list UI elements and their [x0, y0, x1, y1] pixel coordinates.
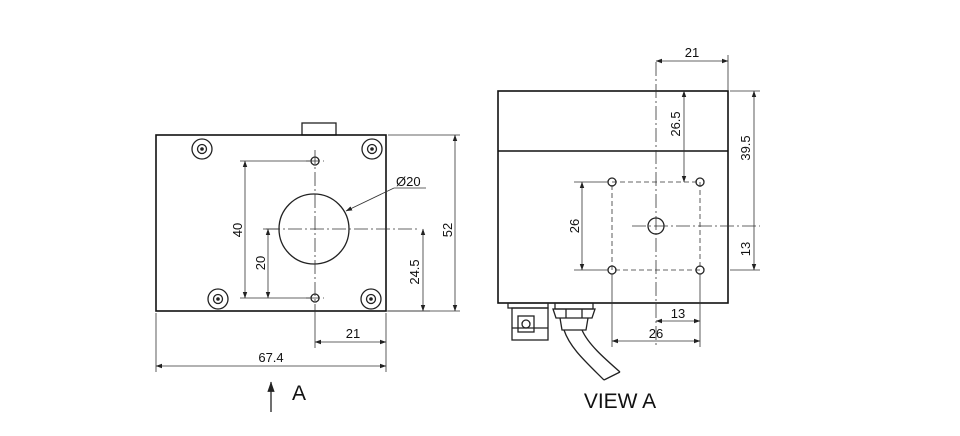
dim-center-height-13: 13 — [738, 242, 753, 256]
side-body-outline — [497, 90, 729, 304]
corner-screw — [191, 138, 213, 160]
view-marker-a: A — [292, 382, 306, 405]
bottom-connector — [507, 302, 549, 341]
dim-offset-20: 20 — [253, 256, 268, 270]
dim-bore-height-24-5: 24.5 — [407, 259, 422, 284]
corner-screw — [360, 288, 382, 310]
top-connector — [301, 122, 337, 136]
dim-bore-diameter: Ø20 — [396, 174, 421, 189]
corner-screw — [207, 288, 229, 310]
dim-overall-width-67-4: 67.4 — [258, 350, 283, 365]
view-a-title: VIEW A — [584, 390, 656, 413]
dim-top-width-21: 21 — [685, 45, 699, 60]
dim-bore-offset-21: 21 — [346, 326, 360, 341]
dim-center-offset-13: 13 — [671, 306, 685, 321]
dim-top-depth-26-5: 26.5 — [668, 111, 683, 136]
corner-screw — [361, 138, 383, 160]
front-view: 40 20 24.5 52 21 67.4 Ø20 A — [155, 122, 460, 412]
dim-height-39-5: 39.5 — [738, 135, 753, 160]
side-view: 21 26.5 39.5 13 26 13 26 — [497, 45, 760, 413]
dim-hole-spacing-vertical-26: 26 — [567, 219, 582, 233]
dim-hole-spacing-horizontal-26: 26 — [649, 326, 663, 341]
front-body-outline — [155, 134, 387, 312]
dim-hole-spacing-40: 40 — [230, 223, 245, 237]
dim-overall-height-52: 52 — [440, 223, 455, 237]
cable-gland — [552, 302, 621, 381]
